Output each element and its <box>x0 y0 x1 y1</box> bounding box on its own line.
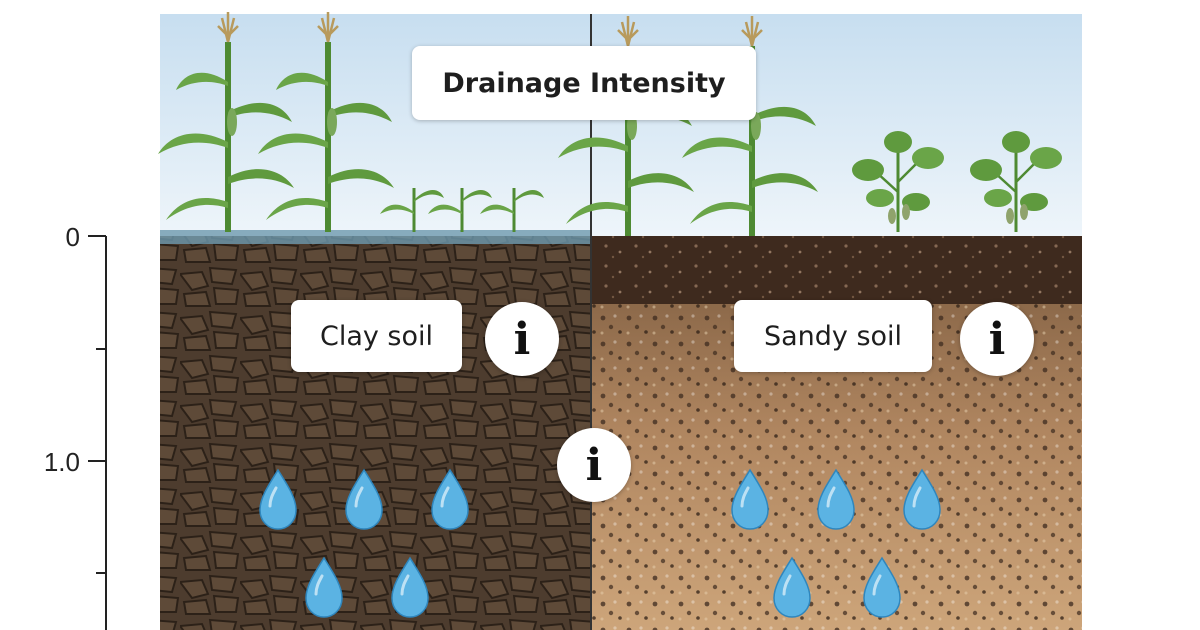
clay-info-button[interactable]: i <box>485 302 559 376</box>
clay-soil-label: Clay soil <box>291 300 462 372</box>
depth-tick-label: 0 <box>0 222 80 253</box>
info-icon: i <box>514 314 531 365</box>
comparison-info-button[interactable]: i <box>557 428 631 502</box>
clay-soil-region <box>160 236 592 630</box>
info-icon: i <box>989 314 1006 365</box>
diagram-title: Drainage Intensity <box>412 46 756 120</box>
info-icon: i <box>586 440 603 491</box>
sandy-topsoil-layer <box>592 236 1082 304</box>
sandy-info-button[interactable]: i <box>960 302 1034 376</box>
sandy-soil-label: Sandy soil <box>734 300 932 372</box>
depth-tick-label: 1.0 <box>0 447 80 478</box>
clay-surface-water <box>160 230 592 244</box>
